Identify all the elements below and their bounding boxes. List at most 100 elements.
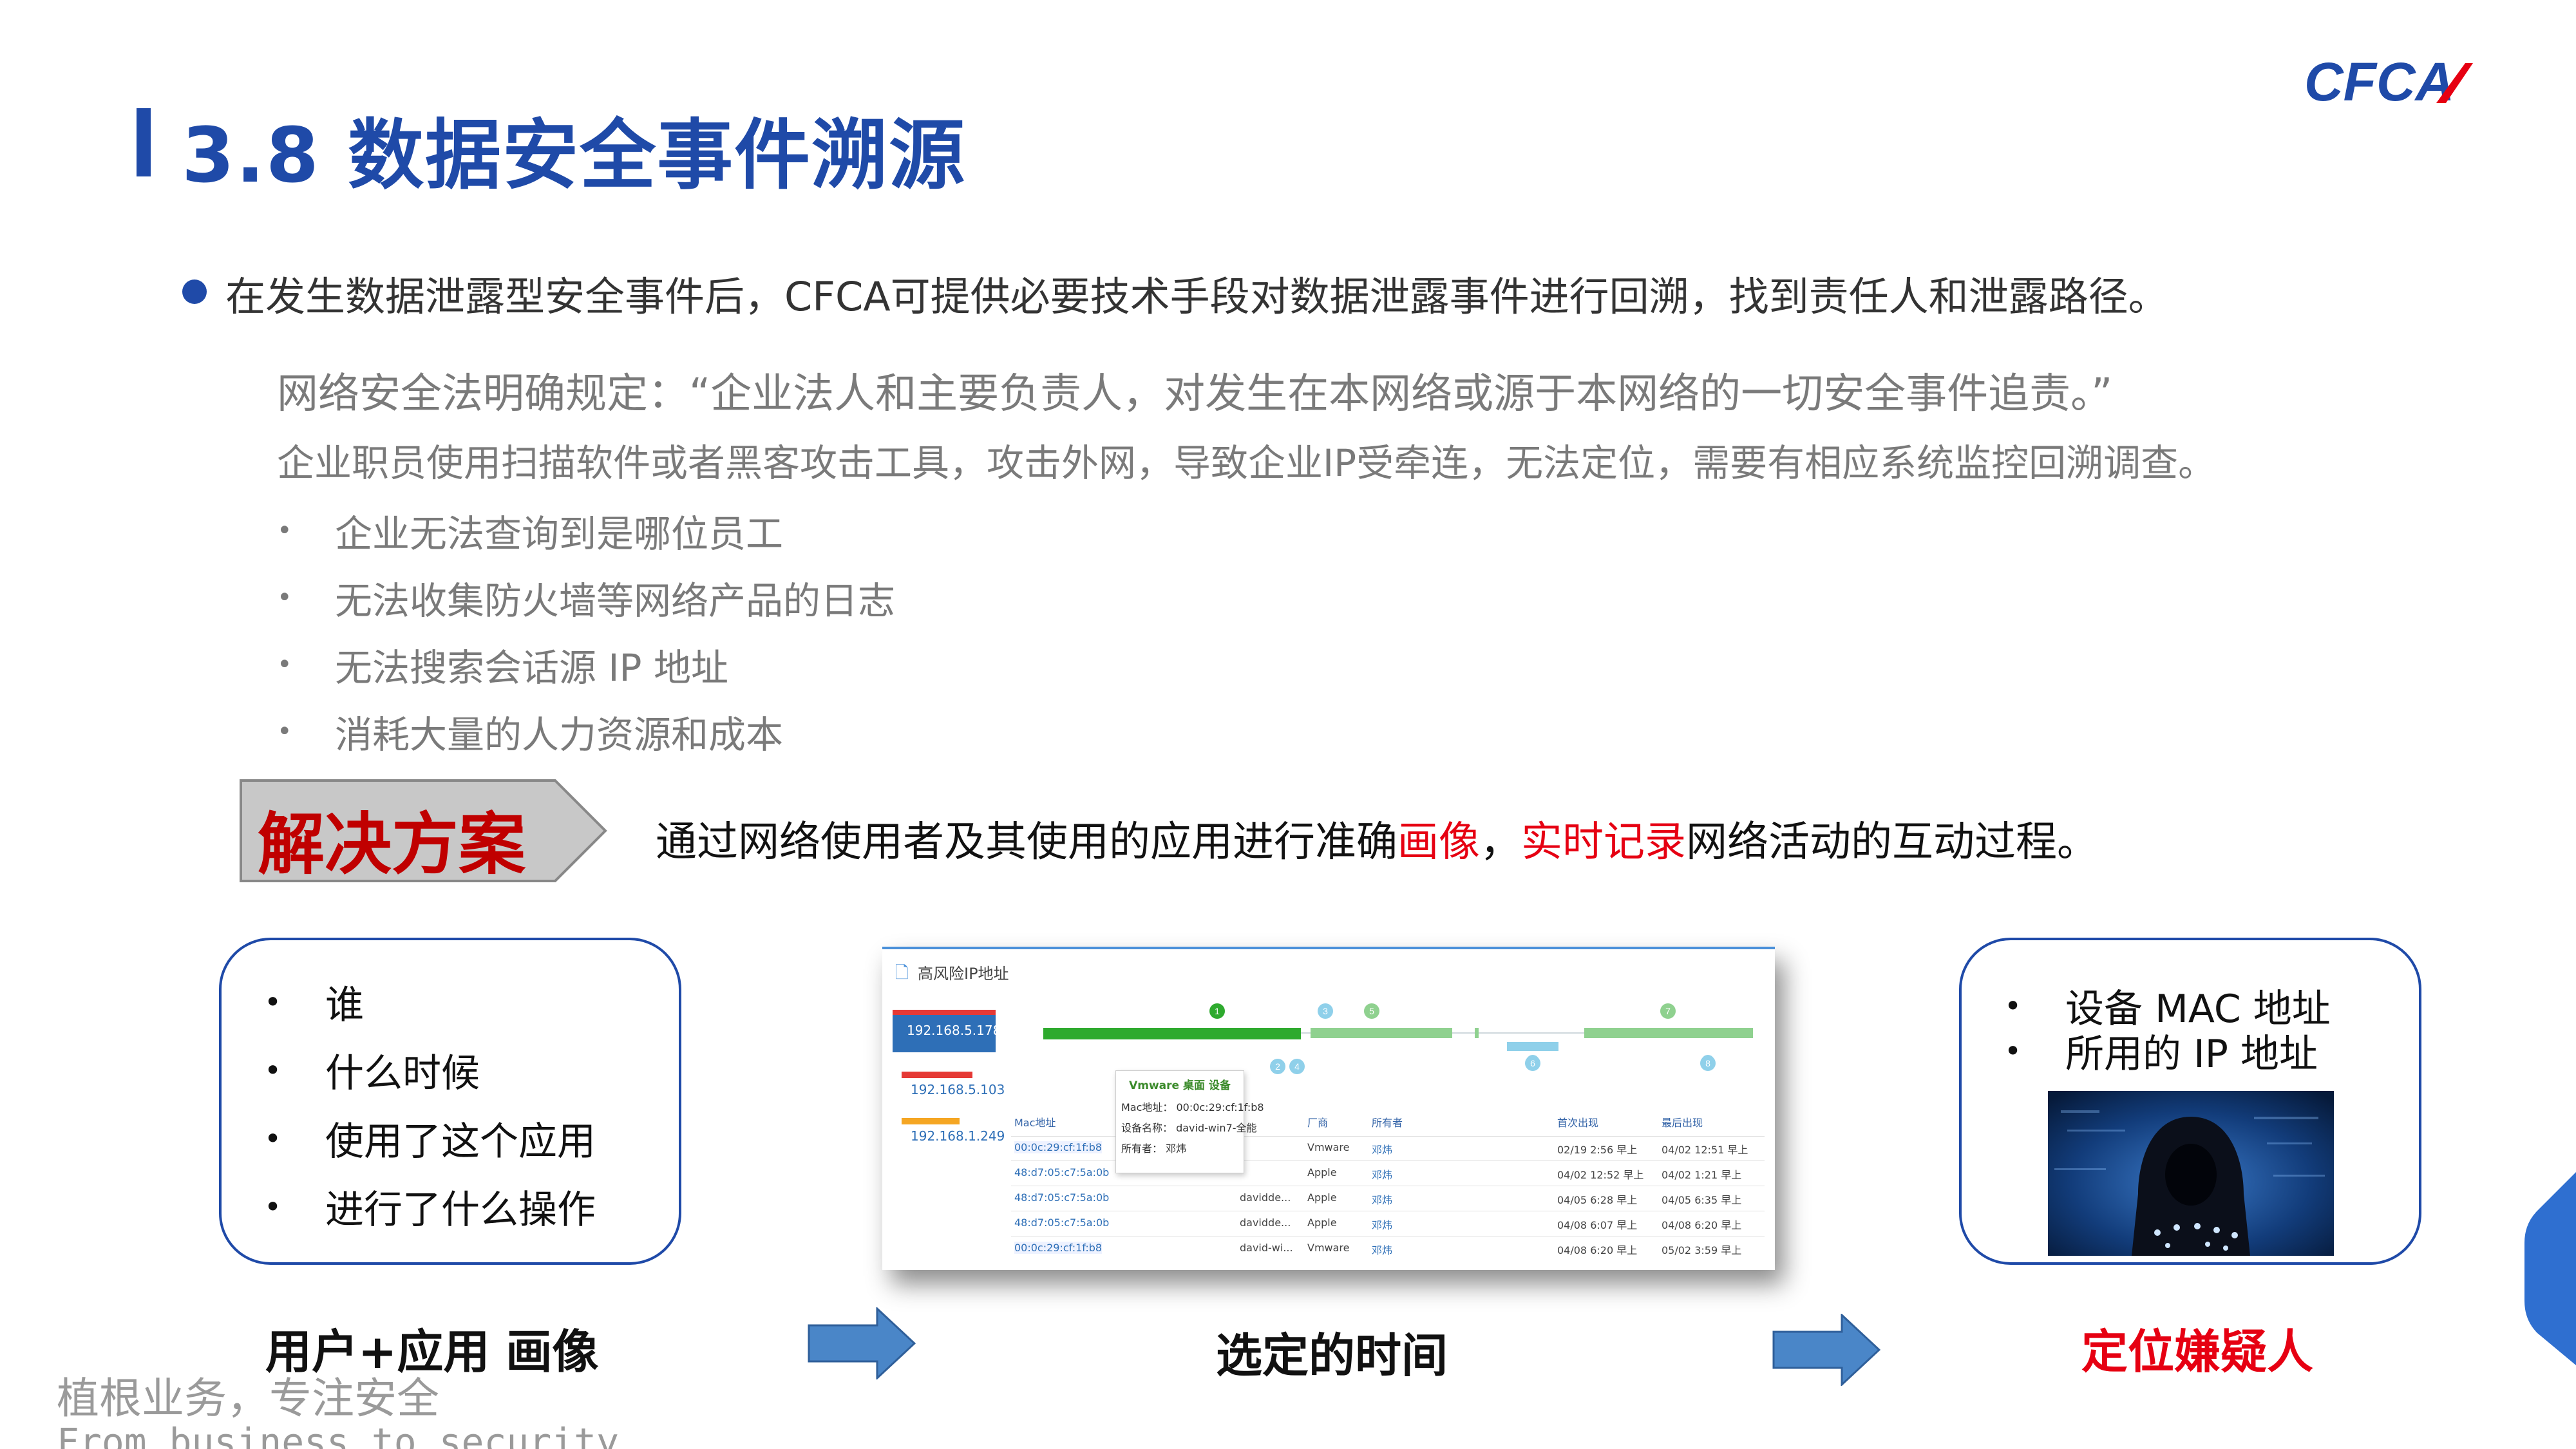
- column-header[interactable]: 首次出现: [1557, 1117, 1599, 1129]
- slogan-chinese: 植根业务，专注安全: [57, 1374, 439, 1423]
- column-header[interactable]: 厂商: [1307, 1117, 1329, 1129]
- solution-label: 解决方案: [258, 805, 526, 884]
- device-cell: davidde...: [1240, 1217, 1291, 1229]
- who-item: •谁: [264, 983, 364, 1028]
- time-label: 选定的时间: [1216, 1329, 1448, 1383]
- ip-item[interactable]: 192.168.1.249: [911, 1128, 1005, 1144]
- hacker-image: [2048, 1091, 2334, 1256]
- owner-cell[interactable]: 邓炜: [1372, 1144, 1393, 1156]
- mac-cell[interactable]: 48:d7:05:c7:5a:0b: [1014, 1191, 1110, 1204]
- timeline-segment: [1507, 1042, 1558, 1051]
- column-header[interactable]: 最后出现: [1662, 1117, 1703, 1129]
- solution-text: 通过网络使用者及其使用的应用进行准确画像，实时记录网络活动的互动过程。: [656, 819, 2098, 866]
- mac-cell[interactable]: 48:d7:05:c7:5a:0b: [1014, 1166, 1110, 1179]
- svg-text:2: 2: [1275, 1061, 1280, 1072]
- issue-item-text: 企业无法查询到是哪位员工: [335, 512, 784, 556]
- right-arrow-icon: [808, 1307, 916, 1379]
- last-seen-cell: 04/05 6:35 早上: [1662, 1194, 1742, 1206]
- owner-cell[interactable]: 邓炜: [1372, 1194, 1393, 1206]
- device-cell: davidde...: [1240, 1191, 1291, 1204]
- title-accent-bar: [137, 108, 151, 176]
- issue-item: • 消耗大量的人力资源和成本: [277, 705, 783, 759]
- cfca-logo: CFCA: [2304, 57, 2473, 108]
- timeline-marker: 6: [1525, 1056, 1540, 1071]
- issue-item-text: 无法搜索会话源 IP 地址: [335, 646, 728, 690]
- tooltip-name: 设备名称： david-win7-全能: [1121, 1122, 1257, 1134]
- last-seen-cell: 04/08 6:20 早上: [1662, 1219, 1742, 1231]
- tooltip-title: Vmware 桌面 设备: [1129, 1079, 1231, 1092]
- timeline-segment: [1584, 1028, 1753, 1038]
- mac-cell[interactable]: 00:0c:29:cf:1f:b8: [1014, 1141, 1103, 1153]
- ip-item-selected[interactable]: 192.168.5.178: [893, 1010, 1001, 1052]
- slogan-english: From business to security: [57, 1420, 619, 1449]
- timeline-segment: [1311, 1028, 1452, 1038]
- last-seen-cell: 04/02 12:51 早上: [1662, 1144, 1748, 1156]
- svg-text:5: 5: [1369, 1006, 1374, 1016]
- timeline-segment: [1043, 1028, 1301, 1039]
- who-what-box: [219, 938, 681, 1265]
- svg-text:3: 3: [1323, 1006, 1328, 1016]
- who-item: •使用了这个应用: [264, 1119, 596, 1164]
- device-cell: david-wi...: [1240, 1242, 1293, 1254]
- highlight-profile: 画像: [1397, 819, 1480, 866]
- issue-description: 企业职员使用扫描软件或者黑客攻击工具，攻击外网，导致企业IP受牵连，无法定位，需…: [277, 441, 2216, 485]
- first-seen-cell: 04/08 6:07 早上: [1557, 1219, 1638, 1231]
- first-seen-cell: 04/08 6:20 早上: [1557, 1244, 1638, 1256]
- logo-text: CFCA: [2304, 57, 2454, 108]
- first-seen-cell: 02/19 2:56 早上: [1557, 1144, 1638, 1156]
- profile-label: 用户+应用 画像: [265, 1325, 599, 1379]
- bullet: •: [277, 516, 292, 545]
- risk-bar: [902, 1118, 960, 1124]
- who-item: •进行了什么操作: [264, 1188, 596, 1233]
- intro-bullet-dot: [182, 279, 207, 304]
- owner-cell[interactable]: 邓炜: [1372, 1244, 1393, 1256]
- high-risk-ip-screenshot: 🗋 高风险IP地址 192.168.5.178 192.168.5.103 19…: [882, 947, 1775, 1270]
- owner-cell[interactable]: 邓炜: [1372, 1219, 1393, 1231]
- timeline-markers-lower: 2 4: [1270, 1059, 1305, 1074]
- page-title: 3.8 数据安全事件溯源: [182, 111, 967, 200]
- solution-tag-shape: [240, 779, 607, 882]
- issue-item-text: 无法收集防火墙等网络产品的日志: [335, 579, 896, 623]
- right-arrow-icon: [1772, 1314, 1880, 1386]
- intro-text: 在发生数据泄露型安全事件后，CFCA可提供必要技术手段对数据泄露事件进行回溯，找…: [225, 273, 2168, 320]
- vendor-cell: Apple: [1307, 1166, 1337, 1179]
- svg-text:8: 8: [1705, 1058, 1710, 1068]
- bullet: •: [277, 583, 292, 612]
- mac-cell[interactable]: 00:0c:29:cf:1f:b8: [1014, 1242, 1103, 1254]
- bullet: •: [277, 650, 292, 679]
- law-quote: 网络安全法明确规定：“企业法人和主要负责人，对发生在本网络或源于本网络的一切安全…: [277, 370, 2113, 418]
- last-seen-cell: 04/02 1:21 早上: [1662, 1169, 1742, 1181]
- device-tooltip: Vmware 桌面 设备 Mac地址： 00:0c:29:cf:1f:b8 设备…: [1115, 1070, 1264, 1173]
- mac-cell[interactable]: 48:d7:05:c7:5a:0b: [1014, 1217, 1110, 1229]
- timeline-marker: 8: [1700, 1056, 1716, 1071]
- svg-text:6: 6: [1530, 1058, 1535, 1068]
- ip-item[interactable]: 192.168.5.103: [911, 1082, 1005, 1097]
- device-info-box: [1959, 938, 2421, 1265]
- vendor-cell: Apple: [1307, 1217, 1337, 1229]
- device-item: •设备 MAC 地址: [2004, 987, 2331, 1032]
- vendor-cell: Vmware: [1307, 1141, 1350, 1153]
- document-icon: 🗋: [895, 963, 909, 983]
- issue-item-text: 消耗大量的人力资源和成本: [335, 713, 784, 757]
- column-header[interactable]: 所有者: [1372, 1117, 1403, 1129]
- risk-bar: [902, 1072, 972, 1078]
- screenshot-title: 高风险IP地址: [918, 965, 1009, 983]
- highlight-realtime: 实时记录: [1521, 819, 1686, 866]
- svg-text:1: 1: [1215, 1006, 1220, 1016]
- svg-text:4: 4: [1294, 1061, 1300, 1072]
- timeline-segment: [1475, 1028, 1479, 1038]
- issue-item: • 企业无法查询到是哪位员工: [277, 504, 783, 558]
- locate-suspect-label: 定位嫌疑人: [2081, 1325, 2314, 1379]
- owner-cell[interactable]: 邓炜: [1372, 1169, 1393, 1181]
- who-item: •什么时候: [264, 1051, 480, 1096]
- svg-text:7: 7: [1665, 1006, 1671, 1016]
- vendor-cell: Vmware: [1307, 1242, 1350, 1254]
- bullet: •: [277, 717, 292, 746]
- decorative-edge-shape: [2524, 1172, 2576, 1365]
- issue-item: • 无法搜索会话源 IP 地址: [277, 638, 728, 692]
- logo-red-slash: [2436, 63, 2473, 103]
- vendor-cell: Apple: [1307, 1191, 1337, 1204]
- first-seen-cell: 04/02 12:52 早上: [1557, 1169, 1644, 1181]
- tooltip-owner: 所有者： 邓炜: [1121, 1142, 1187, 1155]
- column-header[interactable]: Mac地址: [1014, 1117, 1056, 1129]
